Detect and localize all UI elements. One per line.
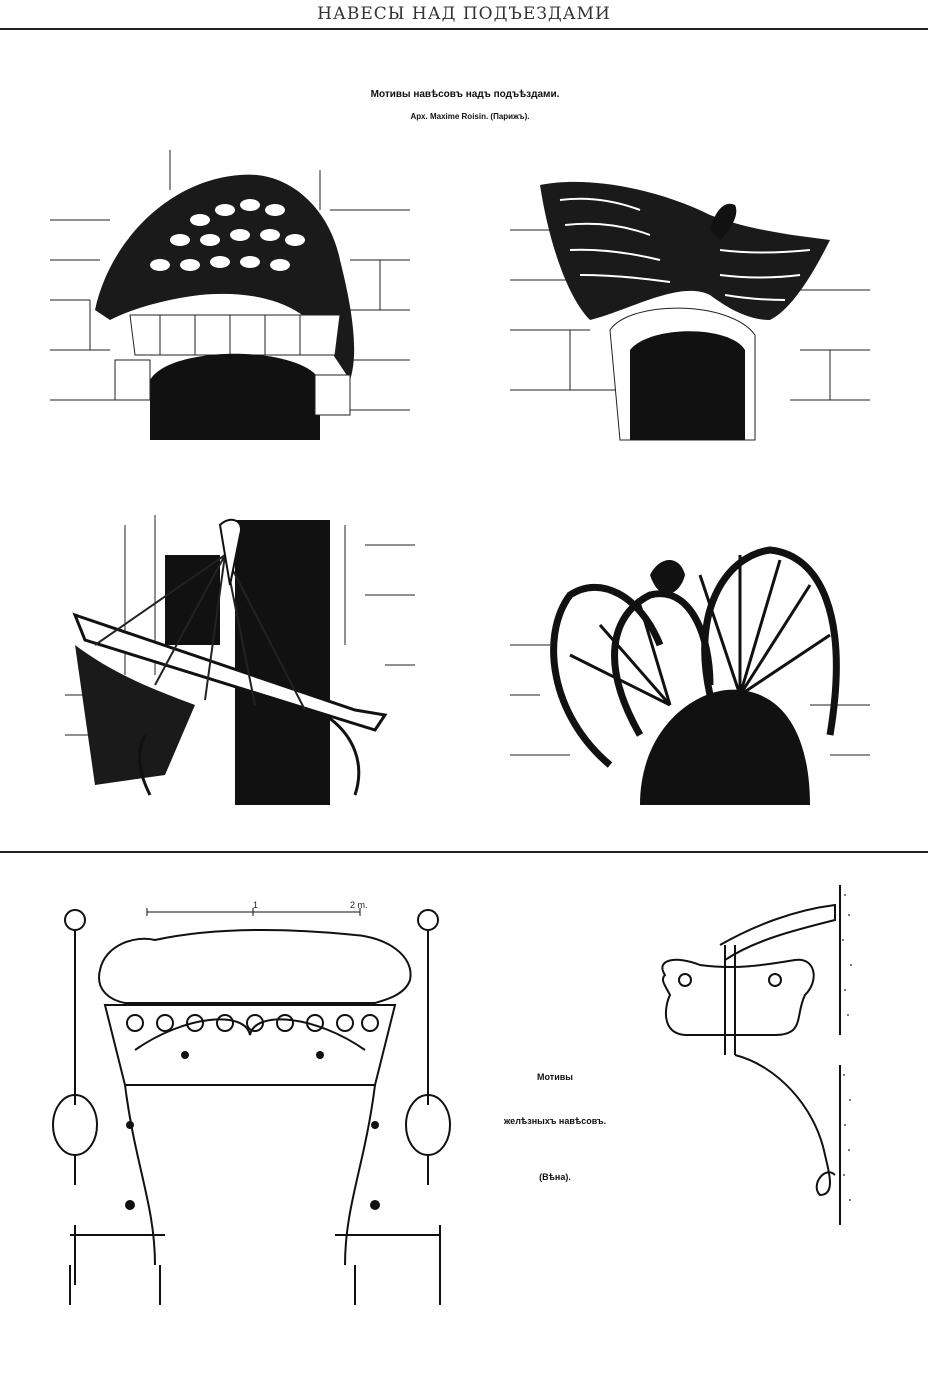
canopy-illustration-1 [50,150,410,440]
page-header-title: НАВЕСЫ НАД ПОДЪЕЗДАМИ [317,4,611,24]
section-divider [0,851,928,853]
plate-title: Мотивы навѣсовъ надъ подъѣздами. [370,89,560,100]
iron-caption-line3: (Вѣна). [539,1172,571,1182]
plate-subtitle: Арх. Maxime Roisin. (Парижъ). [410,112,530,121]
iron-caption-line2: желѣзныхъ навѣсовъ. [503,1116,607,1126]
header-rule [0,28,928,30]
iron-bracket-sign [661,885,852,1225]
canopy-illustration-4 [510,546,870,805]
iron-caption-line1: Мотивы [537,1072,573,1082]
scale-label-1: 1 [253,900,259,910]
scale-label-2m: 2 m. [350,900,368,910]
iron-canopy-elevation [52,909,451,1305]
canopy-illustration-2 [510,181,870,441]
scale-bar [146,908,361,916]
canopy-illustration-3 [65,515,415,805]
